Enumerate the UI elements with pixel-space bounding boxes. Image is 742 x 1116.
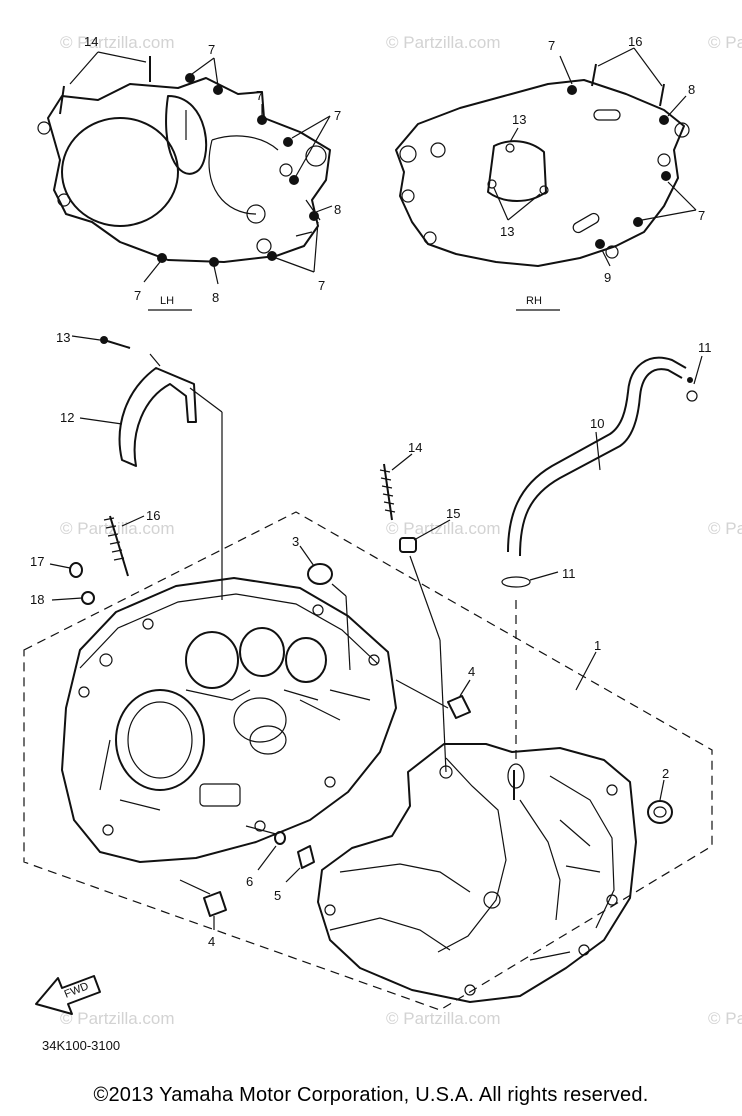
stud-callouts: 14 15 [408, 440, 460, 521]
watermark: © Partzilla.com [708, 33, 742, 52]
right-small-parts [179, 679, 673, 930]
watermark: © Partzilla.com [386, 1009, 501, 1028]
callout-label: 7 [698, 208, 705, 223]
callout-label: 9 [604, 270, 611, 285]
callout-label: 1 [594, 638, 601, 653]
callout-label: 8 [212, 290, 219, 305]
gasket-lh [37, 51, 333, 311]
callout-label: 2 [662, 766, 669, 781]
callout-label: 18 [30, 592, 44, 607]
copyright-notice: ©2013 Yamaha Motor Corporation, U.S.A. A… [93, 1084, 649, 1106]
rh-label: RH [526, 295, 542, 307]
callout-label: 4 [208, 934, 215, 949]
callout-label: 13 [512, 112, 526, 127]
callout-label: 16 [146, 508, 160, 523]
callout-label: 12 [60, 410, 74, 425]
lh-label: LH [160, 295, 174, 307]
crankcase-right-half [317, 743, 637, 1003]
callout-label: 3 [292, 534, 299, 549]
bracket-and-bolt [71, 335, 223, 600]
callout-label: 13 [500, 224, 514, 239]
callout-label: 7 [548, 38, 555, 53]
callout-label: 7 [208, 42, 215, 57]
callout-label: 6 [246, 874, 253, 889]
watermark: © Partzilla.com [386, 519, 501, 538]
callout-label: 16 [628, 34, 642, 49]
breather-hose [501, 355, 703, 760]
exploded-parts-diagram: © Partzilla.com © Partzilla.com © Partzi… [23, 33, 742, 1053]
watermark: © Partzilla.com [386, 33, 501, 52]
bracket-callouts: 13 12 [56, 330, 74, 425]
callout-label: 5 [274, 888, 281, 903]
callout-label: 17 [30, 554, 44, 569]
gasket-lh-callouts: 14 7 7 7 7 8 8 7 LH [84, 34, 341, 307]
watermark: © Partzilla.com [708, 519, 742, 538]
crankcase-assembly-outline: 1 [23, 511, 713, 1011]
callout-label: 8 [688, 82, 695, 97]
callout-label: 4 [468, 664, 475, 679]
stud-and-nut [379, 453, 451, 773]
crankcase-left-half [61, 577, 397, 863]
watermark: © Partzilla.com [60, 1009, 175, 1028]
callout-label: 8 [334, 202, 341, 217]
callout-label: 7 [134, 288, 141, 303]
left-small-parts [49, 515, 351, 671]
callout-label: 14 [84, 34, 98, 49]
watermarks: © Partzilla.com © Partzilla.com © Partzi… [60, 33, 742, 1028]
gasket-rh [395, 47, 697, 311]
callout-label: 10 [590, 416, 604, 431]
callout-label: 13 [56, 330, 70, 345]
watermark: © Partzilla.com [60, 519, 175, 538]
callout-label: 15 [446, 506, 460, 521]
right-small-callouts: 4 2 6 5 4 [208, 664, 669, 949]
gasket-rh-callouts: 7 16 8 13 13 7 9 RH [500, 34, 705, 307]
hose-callouts: 11 10 11 [562, 340, 712, 581]
callout-label: 7 [318, 278, 325, 293]
callout-label: 7 [256, 88, 263, 103]
left-small-callouts: 16 17 18 3 [30, 508, 299, 607]
callout-label: 14 [408, 440, 422, 455]
callout-label: 11 [698, 340, 712, 355]
watermark: © Partzilla.com [708, 1009, 742, 1028]
callout-label: 11 [562, 566, 576, 581]
watermark: © Partzilla.com [60, 33, 175, 52]
callout-label: 7 [334, 108, 341, 123]
part-diagram-code: 34K100-3100 [42, 1038, 120, 1053]
